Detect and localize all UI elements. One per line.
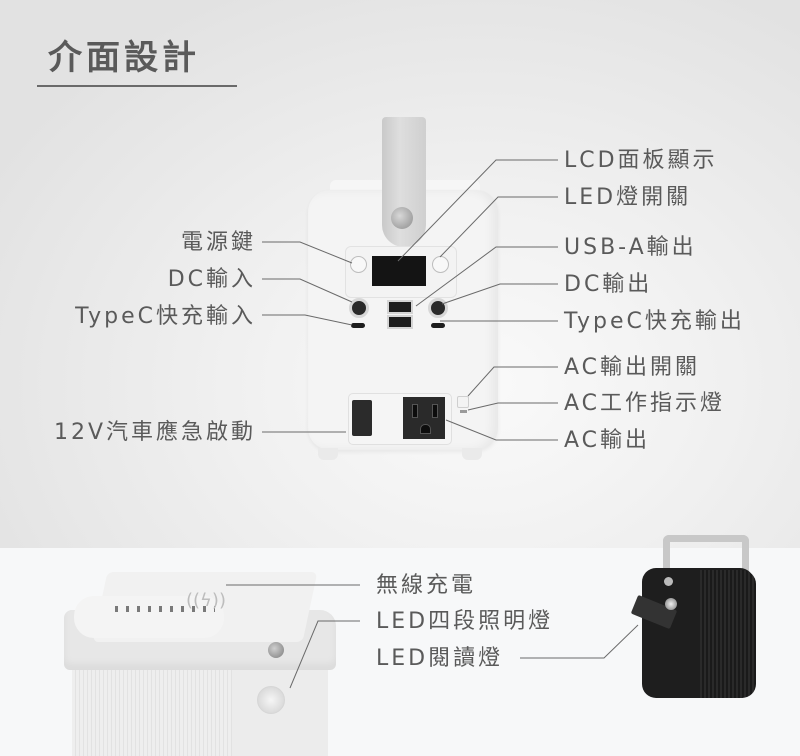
vent-dots <box>115 606 215 612</box>
label-dc-output: DC輸出 <box>564 272 653 297</box>
handle-bolt <box>664 577 673 586</box>
usb-a-port-icon <box>387 315 413 329</box>
label-led-switch: LED燈開關 <box>564 185 692 210</box>
lcd-screen <box>372 256 426 286</box>
label-ac-indicator: AC工作指示燈 <box>564 391 726 416</box>
label-wireless-charging: 無線充電 <box>376 573 477 598</box>
usb-a-port-icon <box>387 300 413 314</box>
label-dc-input: DC輸入 <box>167 267 256 292</box>
wireless-charging-icon: ((ϟ)) <box>186 590 226 611</box>
page-title: 介面設計 <box>48 38 200 78</box>
title-underline <box>37 85 237 87</box>
led-lamp-icon <box>665 598 677 610</box>
label-typec-input: TypeC快充輸入 <box>75 304 256 329</box>
label-jump-start: 12V汽車應急啟動 <box>53 420 256 445</box>
dc-out-port-icon <box>428 298 448 318</box>
handle-roll <box>74 596 224 638</box>
ac-switch-icon <box>457 396 469 408</box>
led-lamp-icon <box>257 686 285 714</box>
label-usb-a-output: USB-A輸出 <box>564 235 697 260</box>
power-button-icon <box>350 256 367 273</box>
label-led-4stage: LED四段照明燈 <box>376 609 554 634</box>
label-lcd: LCD面板顯示 <box>564 148 718 173</box>
jump-start-port-icon <box>352 400 372 436</box>
outlet-ground <box>420 424 431 434</box>
label-led-reading: LED閱讀燈 <box>376 646 504 671</box>
label-ac-switch: AC輸出開關 <box>564 355 701 380</box>
dc-in-port-icon <box>349 298 369 318</box>
handle-bolt <box>391 207 413 229</box>
label-typec-output: TypeC快充輸出 <box>564 309 745 334</box>
device-foot <box>462 448 482 460</box>
device-vent-side <box>700 570 756 698</box>
label-ac-output: AC輸出 <box>564 428 651 453</box>
outlet-slot <box>412 404 418 418</box>
outlet-slot <box>432 404 438 418</box>
label-power-button: 電源鍵 <box>180 230 256 255</box>
typec-in-port-icon <box>351 323 365 328</box>
handle <box>663 535 749 587</box>
device-foot <box>318 448 338 460</box>
ac-indicator-icon <box>460 410 467 413</box>
typec-out-port-icon <box>431 323 445 328</box>
knob-icon <box>268 642 284 658</box>
